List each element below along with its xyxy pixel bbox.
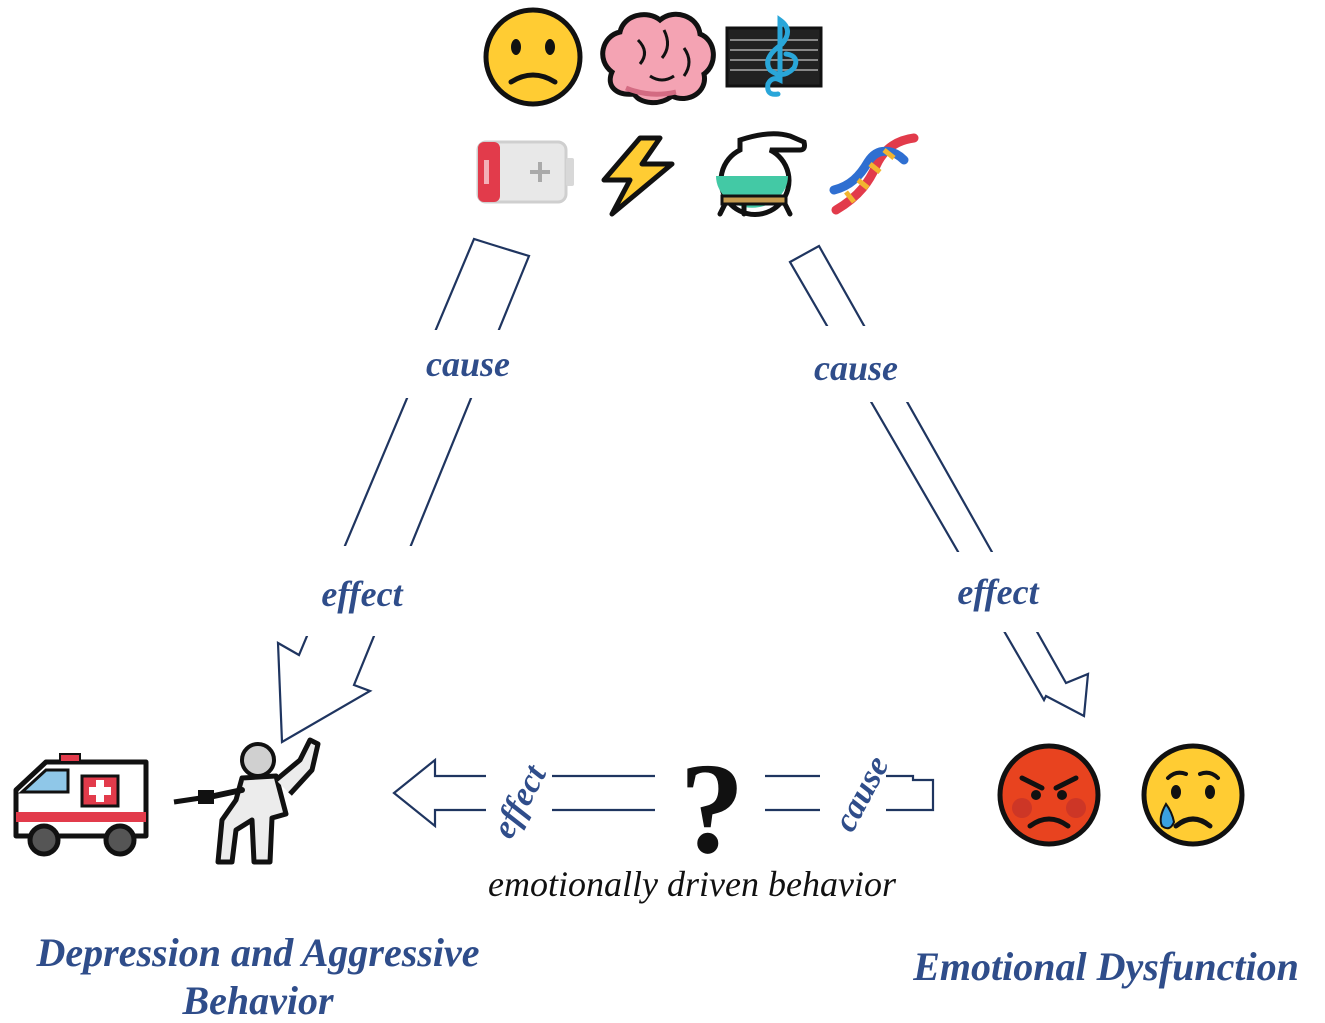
- dna-icon: [829, 133, 919, 215]
- emotionally-driven-caption: emotionally driven behavior: [488, 864, 897, 904]
- left-node-label-line1: Depression and Aggressive: [36, 930, 480, 975]
- chemistry-flask-icon: [716, 131, 807, 218]
- right-node-label: Emotional Dysfunction: [912, 944, 1299, 989]
- music-score-icon: [725, 15, 823, 97]
- bottom-cause-effect-arrow: [392, 748, 935, 858]
- brain-icon: [600, 11, 716, 105]
- fencer-icon: [173, 737, 321, 865]
- left-cause-effect-arrow: [276, 237, 544, 744]
- sad-face-icon: [483, 7, 583, 107]
- left-arrow-cause-label: cause: [426, 344, 510, 384]
- right-arrow-cause-label: cause: [814, 348, 898, 388]
- angry-face-icon: [997, 743, 1101, 847]
- left-node-label-line2: Behavior: [181, 978, 334, 1023]
- right-cause-effect-arrow: [788, 244, 1090, 718]
- lightning-icon: [601, 135, 675, 217]
- ambulance-icon: [13, 753, 149, 857]
- question-mark: ?: [680, 737, 745, 881]
- left-arrow-effect-label: effect: [321, 574, 403, 614]
- low-battery-icon: [476, 140, 574, 204]
- crying-face-icon: [1141, 743, 1245, 847]
- right-arrow-effect-label: effect: [957, 572, 1039, 612]
